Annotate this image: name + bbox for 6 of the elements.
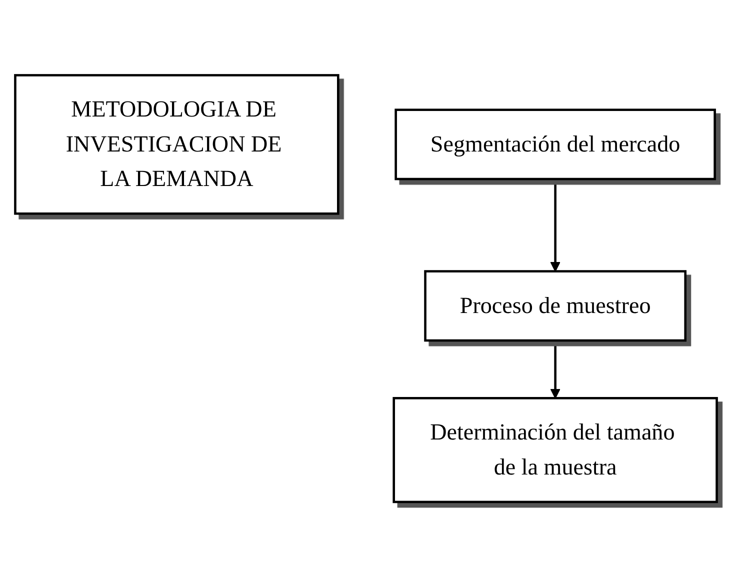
arrow bbox=[550, 178, 560, 272]
node-box: Determinación del tamaño de la muestra bbox=[392, 396, 718, 503]
node-box: Segmentación del mercado bbox=[394, 108, 716, 180]
node-box: METODOLOGIA DE INVESTIGACION DE LA DEMANDA bbox=[14, 74, 340, 215]
arrow bbox=[550, 340, 560, 399]
node-box: Proceso de muestreo bbox=[424, 270, 686, 342]
